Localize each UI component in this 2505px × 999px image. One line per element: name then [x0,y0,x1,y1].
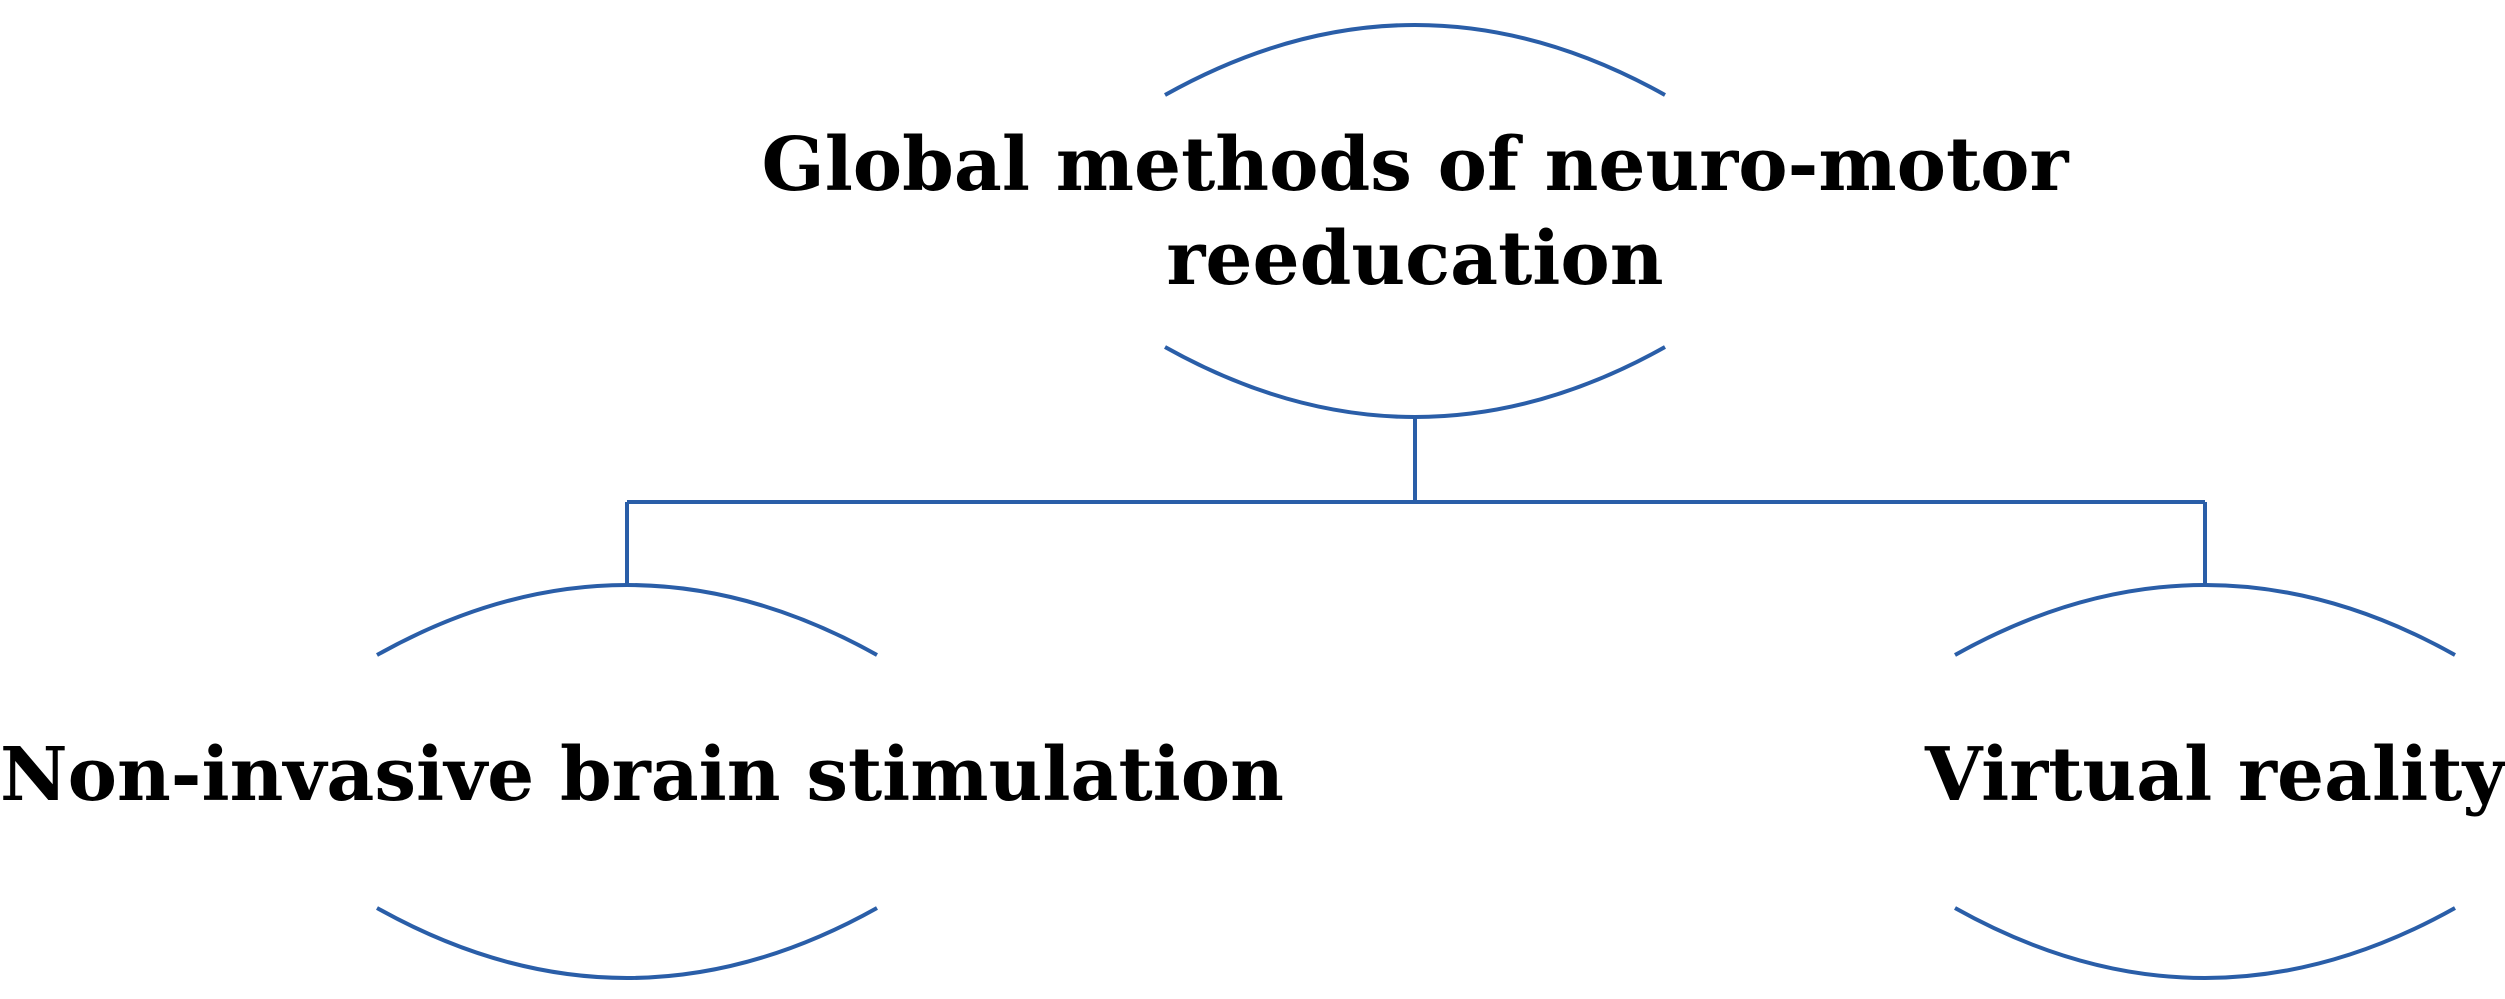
root-node-label: Global methods of neuro-motor reeducatio… [761,122,2069,302]
root-bottom-arc [1164,345,1666,419]
left-node-frame [376,583,878,980]
child-node-label-virtual-reality: Virtual reality [1925,732,2505,818]
right-top-arc [1954,583,2456,657]
right-node-frame [1954,583,2456,980]
left-bottom-arc [376,906,878,980]
root-top-arc [1164,23,1666,97]
connector-lines [625,418,2207,585]
root-node-frame [1164,23,1666,419]
right-bottom-arc [1954,906,2456,980]
left-top-arc [376,583,878,657]
child-node-label-non-invasive-brain-stimulation: Non-invasive brain stimulation [0,732,1284,818]
